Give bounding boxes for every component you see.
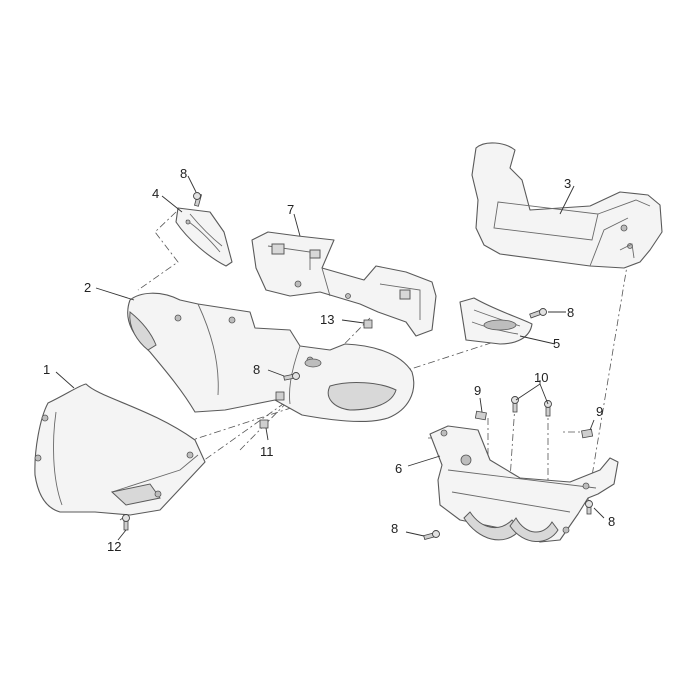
bushing-13 — [363, 319, 373, 329]
part-3-rear-handlebar-bracket — [471, 142, 663, 269]
callout-8-center: 8 — [253, 362, 260, 377]
part-5-right-small-cover — [459, 297, 533, 345]
callout-5: 5 — [553, 336, 560, 351]
callout-7: 7 — [287, 202, 294, 217]
screw-8-right-cover — [529, 308, 547, 319]
part-2-handlebar-front-cover — [127, 292, 415, 422]
callout-8-lower-left: 8 — [391, 521, 398, 536]
screw-8-lower-right — [585, 500, 593, 515]
part-6-lower-support-frame — [429, 425, 619, 543]
callout-11: 11 — [260, 444, 274, 459]
leader-lines — [55, 175, 605, 541]
callout-6: 6 — [395, 461, 402, 476]
spring-nut-9-right — [581, 428, 594, 439]
part-1-front-lower-cover — [34, 383, 206, 516]
callout-3: 3 — [564, 176, 571, 191]
callout-10: 10 — [534, 370, 548, 385]
callout-labels: 1 2 3 4 5 6 7 8 8 8 8 8 9 9 10 11 12 13 — [43, 166, 615, 554]
part-4-left-small-cover — [175, 207, 233, 267]
screw-8-top-left — [193, 192, 202, 207]
screw-8-center — [283, 372, 300, 381]
screw-12-bottom — [122, 514, 130, 531]
callout-4: 4 — [152, 186, 159, 201]
callout-12: 12 — [107, 539, 121, 554]
callout-9-right: 9 — [596, 404, 603, 419]
bushing-11-lower — [259, 419, 269, 429]
callout-8-top-left: 8 — [180, 166, 187, 181]
screw-8-lower-left — [423, 530, 440, 540]
callout-2: 2 — [84, 280, 91, 295]
bushing-11-upper — [275, 391, 285, 401]
part-7-handlebar-upper-panel — [251, 231, 437, 337]
spring-nut-9-left — [474, 410, 487, 421]
callout-9-left: 9 — [474, 383, 481, 398]
callout-8-right-cover: 8 — [567, 305, 574, 320]
callout-8-lower-right: 8 — [608, 514, 615, 529]
callout-1: 1 — [43, 362, 50, 377]
screw-10-left — [511, 396, 519, 413]
callout-13: 13 — [320, 312, 334, 327]
